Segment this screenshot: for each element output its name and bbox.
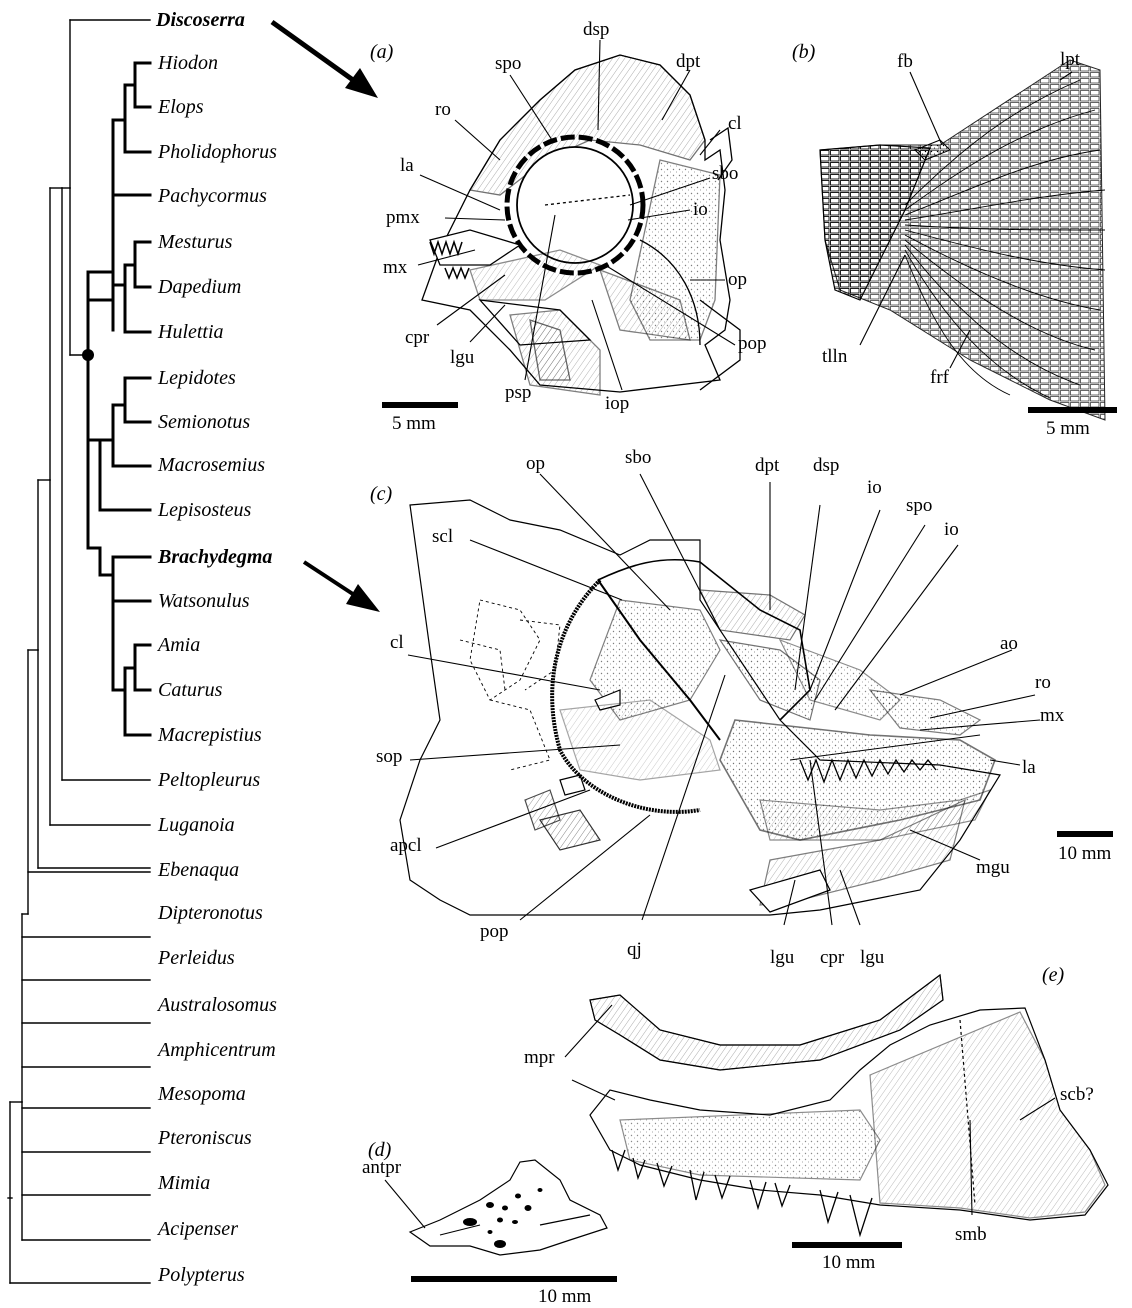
label-a-cl: cl [728,114,742,133]
taxon-label: Luganoia [158,815,235,835]
taxon-label: Mimia [158,1173,210,1193]
label-c-ao: ao [1000,634,1018,653]
label-b-fb: fb [897,52,913,71]
taxon-label: Semionotus [158,412,250,432]
taxon-label: Brachydegma [158,547,272,567]
label-c-io2: io [944,520,959,539]
label-c-sop: sop [376,747,402,766]
label-e-mpr: mpr [524,1048,555,1067]
taxon-label: Discoserra [156,10,245,30]
panel-label-b: (b) [792,42,815,62]
panel-d-drawing [410,1160,607,1255]
taxon-label: Ebenaqua [158,860,239,880]
taxon-label: Macrosemius [158,455,265,475]
scale-label-c: 10 mm [1058,844,1111,863]
scale-label-d: 10 mm [538,1287,591,1306]
taxon-label: Acipenser [158,1219,238,1239]
panel-b-drawing [820,60,1105,420]
taxon-label: Dipteronotus [158,903,263,923]
taxon-label: Perleidus [158,948,235,968]
label-c-mgu: mgu [976,858,1010,877]
label-b-frf: frf [930,368,949,387]
label-a-iop: iop [605,394,629,413]
label-a-la: la [400,156,414,175]
label-e-scb: scb? [1060,1085,1094,1104]
label-c-io1: io [867,478,882,497]
taxon-label: Lepisosteus [158,500,251,520]
label-c-la: la [1022,758,1036,777]
scale-label-a: 5 mm [392,414,436,433]
label-c-scl: scl [432,527,453,546]
taxon-label: Elops [158,97,204,117]
scale-label-b: 5 mm [1046,419,1090,438]
panel-label-a: (a) [370,42,393,62]
label-a-dsp: dsp [583,20,609,39]
label-b-tlln: tlln [822,347,847,366]
label-c-spo: spo [906,496,932,515]
label-a-lgu: lgu [450,348,474,367]
label-c-sbo: sbo [625,448,651,467]
label-a-op: op [728,270,747,289]
label-a-ro: ro [435,100,451,119]
label-c-mx: mx [1040,706,1064,725]
label-a-io: io [693,200,708,219]
label-c-ro: ro [1035,673,1051,692]
label-c-dsp: dsp [813,456,839,475]
taxon-label: Australosomus [158,995,277,1015]
taxon-label: Amphicentrum [158,1040,276,1060]
cladogram [8,20,150,1283]
taxon-label: Hiodon [158,53,218,73]
taxon-label: Mesturus [158,232,232,252]
panel-label-c: (c) [370,484,392,504]
taxon-label: Mesopoma [158,1084,246,1104]
panel-a-drawing [422,55,740,395]
taxon-label: Pteroniscus [158,1128,252,1148]
panel-label-e: (e) [1042,965,1064,985]
scale-label-e: 10 mm [822,1253,875,1272]
taxon-label: Pachycormus [158,186,267,206]
taxon-label: Dapedium [158,277,241,297]
taxon-label: Hulettia [158,322,224,342]
label-a-cpr: cpr [405,328,429,347]
label-c-dpt: dpt [755,456,779,475]
panel-d-leader [385,1180,425,1228]
label-c-cl: cl [390,633,404,652]
label-a-spo: spo [495,54,521,73]
label-a-pop: pop [738,334,767,353]
taxon-label: Peltopleurus [158,770,260,790]
taxon-label: Pholidophorus [158,142,277,162]
panel-c-drawing [400,500,1000,915]
label-b-lpt: lpt [1060,50,1080,69]
label-c-lgu2: lgu [860,948,884,967]
panel-e-drawing [590,975,1108,1235]
label-a-mx: mx [383,258,407,277]
label-a-sbo: sbo [712,164,738,183]
label-c-qj: qj [627,940,642,959]
label-a-dpt: dpt [676,52,700,71]
label-e-smb: smb [955,1225,987,1244]
label-c-cpr: cpr [820,948,844,967]
label-c-lgu1: lgu [770,948,794,967]
label-a-pmx: pmx [386,208,420,227]
arrows [272,22,380,612]
label-d-antpr: antpr [362,1158,401,1177]
taxon-label: Amia [158,635,200,655]
taxon-label: Watsonulus [158,591,250,611]
label-a-psp: psp [505,383,531,402]
label-c-pop: pop [480,922,509,941]
taxon-label: Macrepistius [158,725,262,745]
label-c-op: op [526,454,545,473]
taxon-label: Caturus [158,680,222,700]
taxon-label: Polypterus [158,1265,245,1285]
label-c-apcl: apcl [390,836,422,855]
taxon-label: Lepidotes [158,368,236,388]
